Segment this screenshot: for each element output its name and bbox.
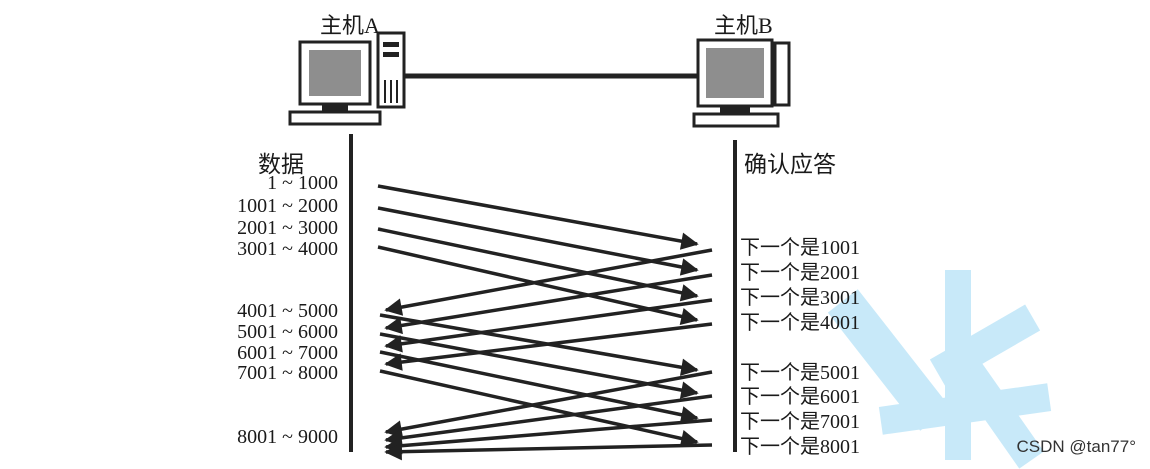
ack-arrow <box>384 418 713 455</box>
data-arrow <box>377 206 699 276</box>
watermark: CSDN @tan77° <box>1016 437 1137 456</box>
ack-arrow <box>384 322 713 371</box>
segment-label: 1 ~ 1000 <box>267 172 338 194</box>
ack-label: 下一个是4001 <box>740 312 860 334</box>
ack-label: 下一个是3001 <box>740 287 860 309</box>
data-arrow <box>377 184 699 250</box>
ack-arrow <box>384 273 713 335</box>
ack-label: 下一个是6001 <box>740 386 860 408</box>
ack-label: 下一个是1001 <box>740 237 860 259</box>
ack-column-title: 确认应答 <box>744 152 836 177</box>
ack-label: 下一个是7001 <box>740 411 860 433</box>
segment-label: 7001 ~ 8000 <box>237 362 338 384</box>
ack-label: 下一个是2001 <box>740 262 860 284</box>
background-glyph <box>827 270 1052 469</box>
data-arrow <box>379 313 699 376</box>
computer-b-icon <box>692 38 791 128</box>
segment-label: 8001 ~ 9000 <box>237 426 338 448</box>
host-a-label: 主机A <box>320 13 380 38</box>
segment-label: 4001 ~ 5000 <box>237 300 338 322</box>
segment-label: 3001 ~ 4000 <box>237 238 338 260</box>
data-arrow <box>379 369 699 448</box>
segment-label: 5001 ~ 6000 <box>237 321 338 343</box>
data-arrow <box>379 350 699 424</box>
message-arrows <box>377 184 713 461</box>
segment-label: 6001 ~ 7000 <box>237 342 338 364</box>
ack-arrow <box>384 298 713 353</box>
data-column-title: 数据 <box>258 152 304 177</box>
host-b-label: 主机B <box>714 13 773 38</box>
ack-arrow <box>384 394 713 447</box>
segment-label: 1001 ~ 2000 <box>237 195 338 217</box>
segment-label: 2001 ~ 3000 <box>237 217 338 239</box>
ack-label: 下一个是5001 <box>740 362 860 384</box>
ack-label: 下一个是8001 <box>740 436 860 458</box>
ack-arrow <box>384 370 713 438</box>
computer-a-icon <box>288 31 406 126</box>
ack-arrow <box>384 248 713 316</box>
ack-arrow <box>384 442 713 461</box>
